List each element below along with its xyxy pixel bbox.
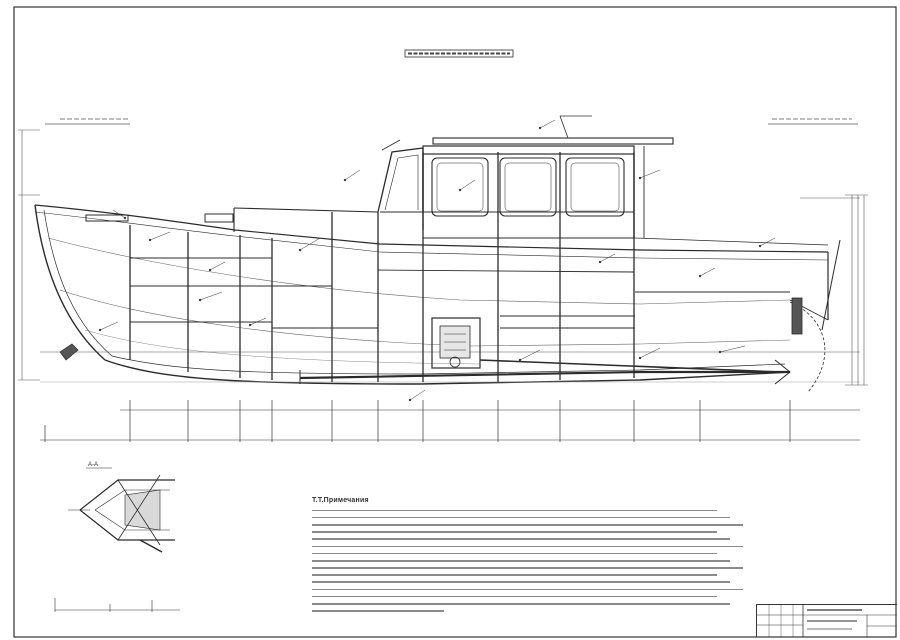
- notes-line: [312, 603, 730, 605]
- drawing-frame: [13, 6, 897, 638]
- frame-lines: [129, 152, 635, 382]
- notes-line: [312, 516, 730, 519]
- station-ticks: [40, 400, 860, 442]
- title-block-grid: [757, 605, 897, 637]
- section-dimension: [54, 598, 180, 612]
- engine: [431, 317, 781, 373]
- dimension-right: [800, 194, 868, 386]
- mast: [381, 115, 592, 151]
- notes-line: [312, 545, 744, 548]
- dimension-left: [18, 129, 40, 381]
- section-view-a-a: А-А: [68, 462, 175, 553]
- title-block: [756, 604, 897, 637]
- view-label-left: [45, 118, 130, 125]
- view-label-right: [768, 118, 858, 125]
- notes-line: [312, 567, 744, 569]
- hull-profile: [34, 204, 829, 385]
- notes-line: [312, 574, 717, 576]
- notes-line: [312, 610, 444, 612]
- notes-lines: [312, 509, 752, 612]
- notes-line: [312, 523, 744, 526]
- callout-leaders: [98, 119, 776, 402]
- notes-line: [312, 595, 717, 598]
- stringers: [130, 237, 790, 329]
- deckhouse: [233, 137, 829, 246]
- notes-line: [312, 581, 730, 584]
- notes-line: [312, 538, 730, 540]
- bow-fitting: [59, 343, 79, 361]
- cabin-windows: [431, 157, 625, 217]
- deck-hatch: [85, 214, 129, 222]
- notes-line: [312, 552, 717, 555]
- notes-line: [312, 559, 730, 562]
- notes-line: [312, 588, 744, 591]
- section-label: А-А: [88, 462, 98, 468]
- notes-line: [312, 509, 717, 512]
- propeller-rudder: [774, 239, 841, 393]
- notes-line: [312, 531, 717, 533]
- technical-notes: Т.Т.Примечания: [312, 497, 752, 617]
- drawing-title: [404, 49, 514, 58]
- notes-title: Т.Т.Примечания: [312, 497, 369, 504]
